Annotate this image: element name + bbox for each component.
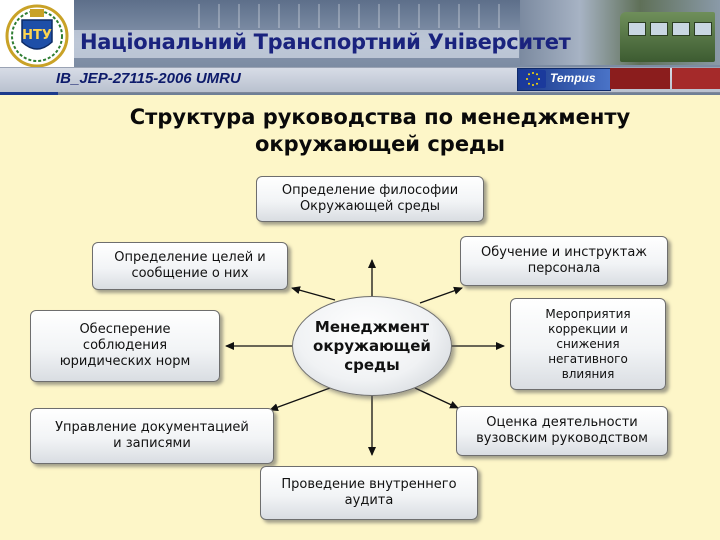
node-text: сообщение о них [131,266,249,281]
center-text: Менеджмент [314,317,430,336]
node-correction: Мероприятия коррекции и снижения негатив… [510,298,666,390]
node-text: Окружающей среды [299,199,441,214]
node-text: вузовским руководством [476,431,648,446]
header-banner: НТУ Національний Транспортний Університе… [0,0,720,95]
slide-title: Структура руководства по менеджменту окр… [80,104,680,158]
node-assessment: Оценка деятельности вузовским руководств… [456,406,668,456]
header-accent [610,68,670,89]
arrow-to-documents [269,387,331,412]
node-compliance: Обесперение соблюдения юридических норм [30,310,220,382]
node-text: негативного [548,351,628,366]
node-text: Обучение и инструктаж [481,245,647,260]
eu-flag-icon [520,70,546,88]
node-audit: Проведение внутреннего аудита [260,466,478,520]
node-philosophy: Определение философии Окружающей среды [256,176,484,222]
center-text: окружающей [313,336,431,355]
slide-title-line: Структура руководства по менеджменту [129,105,631,129]
arrow-to-goals [291,286,336,301]
node-text: снижения [556,336,620,351]
node-text: влияния [561,366,615,381]
title-band [74,30,519,58]
project-code: IB_JEP-27115-2006 UMRU [56,70,241,87]
node-goals: Определение целей и сообщение о них [92,242,288,290]
node-text: Обесперение [79,322,171,337]
node-text: соблюдения [82,338,168,353]
tempus-logo: Tempus [517,68,611,91]
header-stripe [0,92,58,95]
node-text: Проведение внутреннего [281,477,457,492]
node-text: аудита [344,493,394,508]
node-text: Оценка деятельности [486,415,638,430]
tempus-label: Tempus [550,71,596,85]
node-text: юридических норм [59,354,191,369]
center-text: среды [344,355,400,374]
arrow-to-assessment [414,387,459,409]
header-photo-collage [180,4,500,28]
university-name: Національний Транспортний Університет [80,30,571,54]
center-node-environmental-management: Менеджмент окружающей среды [292,296,452,396]
node-text: коррекции и [548,321,628,336]
header-accent [672,68,720,89]
node-text: и записями [113,436,191,451]
university-logo: НТУ [0,0,74,72]
node-text: Мероприятия [545,306,631,321]
node-text: Определение целей и [114,250,266,265]
node-text: персонала [527,261,601,276]
train-photo [620,12,715,62]
slide-title-line: окружающей среды [254,132,506,156]
node-text: Определение философии [281,183,459,198]
arrow-to-correction [419,286,463,304]
node-training: Обучение и инструктаж персонала [460,236,668,286]
node-text: Управление документацией [55,420,249,435]
node-documents: Управление документацией и записями [30,408,274,464]
logo-letters: НТУ [22,28,52,43]
